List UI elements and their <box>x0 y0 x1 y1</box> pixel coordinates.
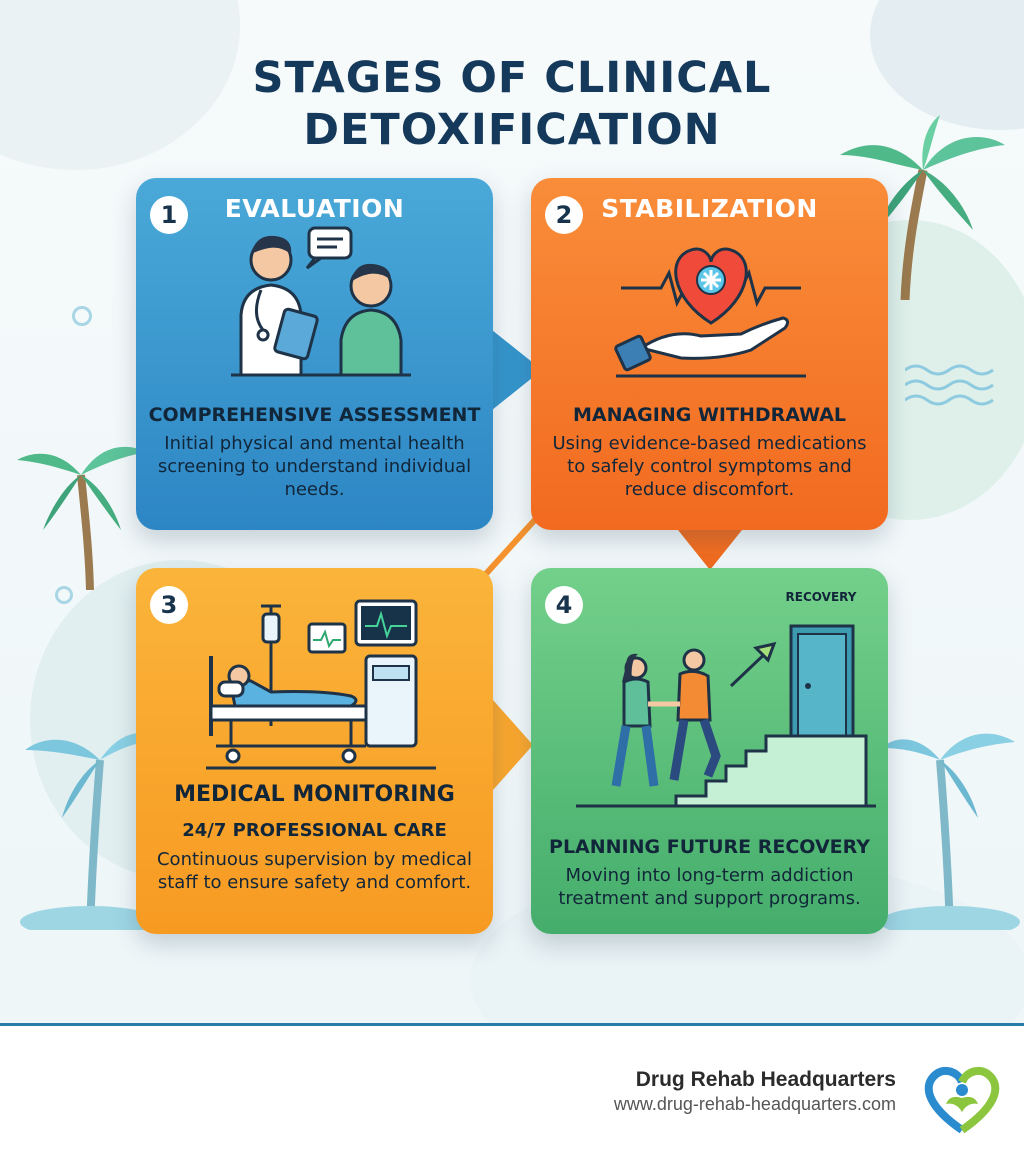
stage-card-stabilization: 2 STABILIZATION MANAGING WITHDRAWAL Usin… <box>531 178 888 530</box>
page-title: STAGES OF CLINICAL DETOXIFICATION <box>252 53 772 155</box>
footer-divider <box>0 1023 1024 1026</box>
stage-description: Continuous supervision by medical staff … <box>156 849 472 893</box>
heart-hand-icon <box>614 247 806 378</box>
palm-tree-icon <box>840 115 1005 300</box>
stage-description: Using evidence-based medications to safe… <box>552 433 867 500</box>
stage-card-medical-monitoring: 3 MEDICAL MONITORING 24/7 PROFESSIONAL C… <box>136 568 493 934</box>
stage-number: 2 <box>545 196 583 234</box>
flow-connector <box>481 330 545 579</box>
stage-number: 3 <box>150 586 188 624</box>
flow-connector-arrow <box>493 700 533 790</box>
door-label: RECOVERY <box>785 590 857 604</box>
stage-heading: MANAGING WITHDRAWAL <box>572 404 847 426</box>
stage-heading: MEDICAL MONITORING <box>174 782 455 807</box>
stage-heading: PLANNING FUTURE RECOVERY <box>549 836 870 858</box>
bubble-icon <box>55 586 73 604</box>
wave-icon <box>905 364 994 406</box>
stage-number: 4 <box>545 586 583 624</box>
bubble-icon <box>72 306 92 326</box>
flow-connector <box>670 520 750 570</box>
stage-card-evaluation: 1 EVALUATION COMPREHENSIVE ASSESSMENT In… <box>136 178 493 530</box>
brand-logo-icon <box>924 1066 1000 1134</box>
footer: Drug Rehab Headquarters www.drug-rehab-h… <box>0 1026 1024 1154</box>
stage-card-future-recovery: 4 RECOVERY PLANNING FUTURE RECOVERY Movi… <box>531 568 888 934</box>
hospital-bed-icon <box>206 599 436 770</box>
stage-description: Initial physical and mental health scree… <box>157 433 472 500</box>
brand-url[interactable]: www.drug-rehab-headquarters.com <box>613 1094 896 1114</box>
stage-subheading: 24/7 PROFESSIONAL CARE <box>182 820 447 841</box>
palm-tree-icon <box>17 446 147 590</box>
brand-name: Drug Rehab Headquarters <box>635 1068 896 1091</box>
stage-title: STABILIZATION <box>601 194 818 223</box>
stage-title: EVALUATION <box>224 194 405 223</box>
stage-number: 1 <box>150 196 188 234</box>
palm-tree-icon <box>880 733 1020 930</box>
stage-description: Moving into long-term addiction treatmen… <box>558 865 861 909</box>
doctor-patient-icon <box>231 226 411 377</box>
stairs-recovery-icon <box>576 624 876 808</box>
stage-heading: COMPREHENSIVE ASSESSMENT <box>148 404 481 426</box>
